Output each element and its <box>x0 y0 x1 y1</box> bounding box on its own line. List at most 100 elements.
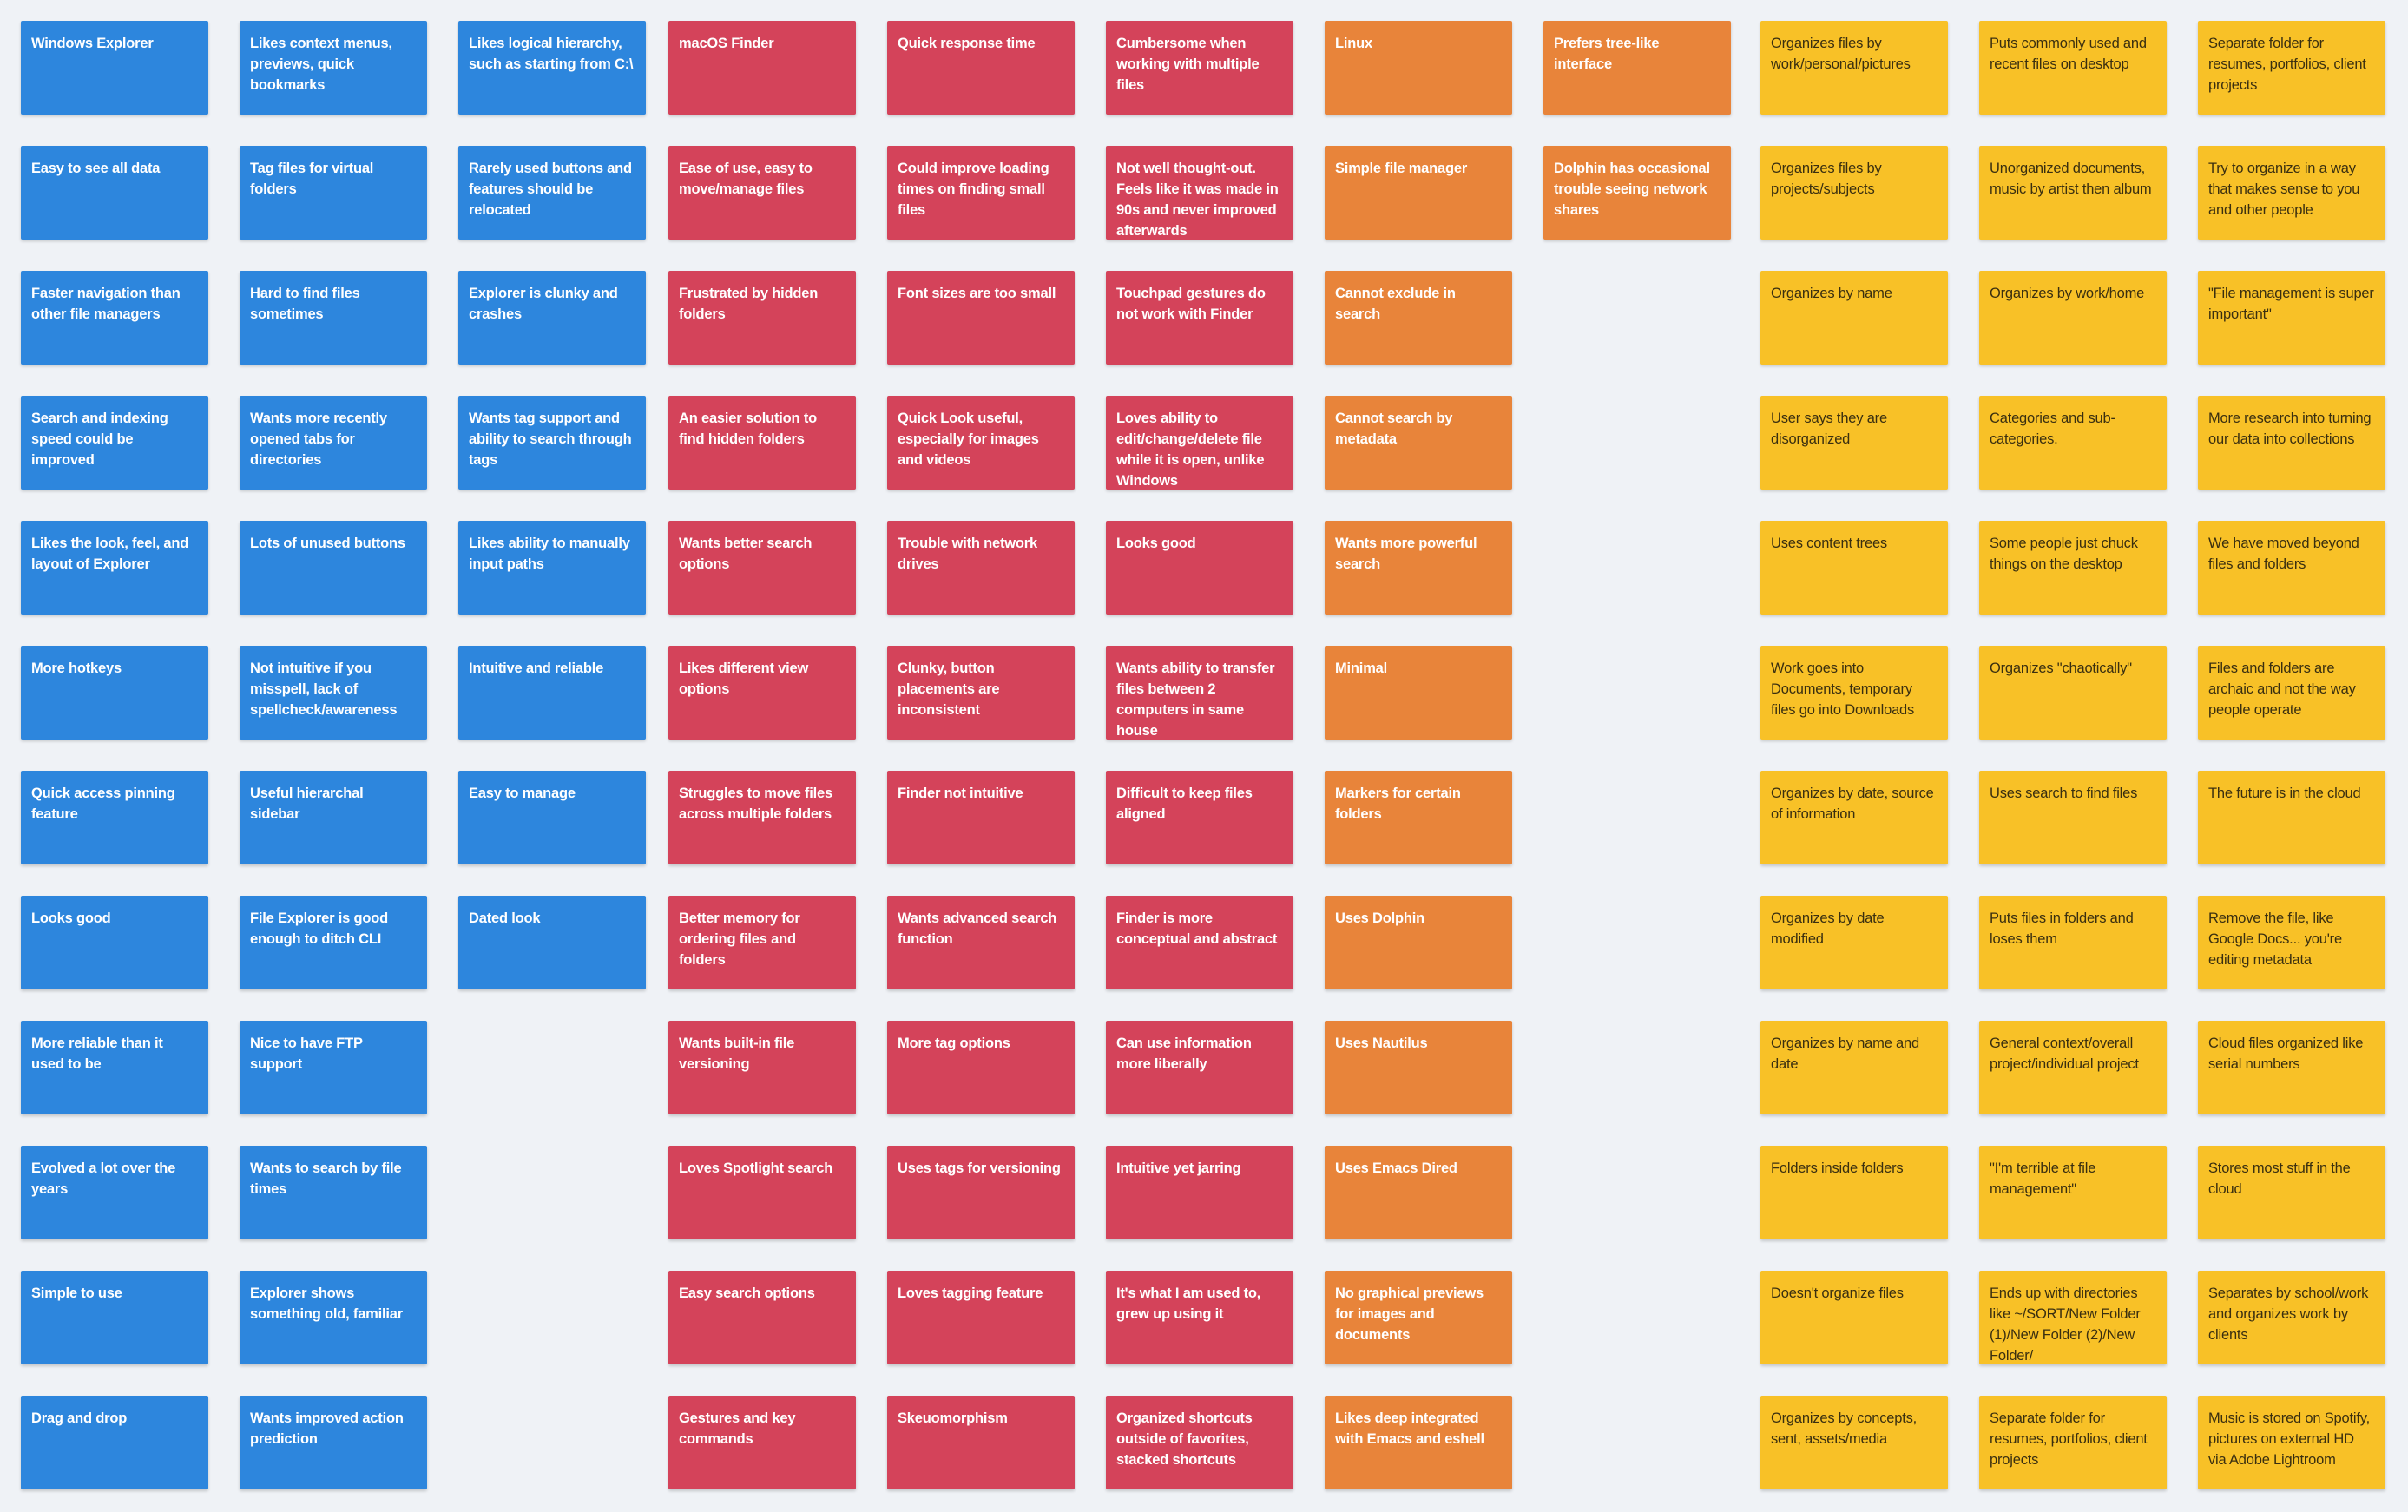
sticky-note-organization-habits[interactable]: Puts commonly used and recent files on d… <box>1979 21 2167 115</box>
sticky-note-windows-explorer[interactable]: Faster navigation than other file manage… <box>21 271 208 365</box>
sticky-note-windows-explorer[interactable]: Useful hierarchal sidebar <box>240 771 427 864</box>
sticky-note-macos-finder[interactable]: Struggles to move files across multiple … <box>668 771 856 864</box>
sticky-note-organization-habits[interactable]: Music is stored on Spotify, pictures on … <box>2198 1396 2385 1489</box>
sticky-note-windows-explorer[interactable]: More hotkeys <box>21 646 208 740</box>
sticky-note-windows-explorer[interactable]: Intuitive and reliable <box>458 646 646 740</box>
sticky-note-organization-habits[interactable]: Remove the file, like Google Docs... you… <box>2198 896 2385 989</box>
sticky-note-linux[interactable]: Wants more powerful search <box>1325 521 1512 615</box>
sticky-note-macos-finder[interactable]: Intuitive yet jarring <box>1106 1146 1293 1239</box>
sticky-note-organization-habits[interactable]: Unorganized documents, music by artist t… <box>1979 146 2167 240</box>
sticky-note-windows-explorer[interactable]: Dated look <box>458 896 646 989</box>
sticky-note-organization-habits[interactable]: Uses content trees <box>1760 521 1948 615</box>
sticky-note-windows-explorer[interactable]: More reliable than it used to be <box>21 1021 208 1114</box>
sticky-note-macos-finder[interactable]: Easy search options <box>668 1271 856 1364</box>
sticky-note-linux[interactable]: Uses Dolphin <box>1325 896 1512 989</box>
sticky-note-windows-explorer[interactable]: Likes context menus, previews, quick boo… <box>240 21 427 115</box>
sticky-note-organization-habits[interactable]: Categories and sub-categories. <box>1979 396 2167 490</box>
sticky-note-macos-finder[interactable]: An easier solution to find hidden folder… <box>668 396 856 490</box>
sticky-note-macos-finder[interactable]: Wants advanced search function <box>887 896 1075 989</box>
sticky-note-windows-explorer[interactable]: File Explorer is good enough to ditch CL… <box>240 896 427 989</box>
sticky-note-macos-finder[interactable]: Not well thought-out. Feels like it was … <box>1106 146 1293 240</box>
sticky-note-windows-explorer[interactable]: Likes ability to manually input paths <box>458 521 646 615</box>
sticky-note-organization-habits[interactable]: Organizes "chaotically" <box>1979 646 2167 740</box>
sticky-note-macos-finder[interactable]: Cumbersome when working with multiple fi… <box>1106 21 1293 115</box>
sticky-note-windows-explorer[interactable]: Nice to have FTP support <box>240 1021 427 1114</box>
sticky-note-windows-explorer[interactable]: Explorer shows something old, familiar <box>240 1271 427 1364</box>
sticky-note-macos-finder[interactable]: Ease of use, easy to move/manage files <box>668 146 856 240</box>
sticky-note-macos-finder[interactable]: Loves Spotlight search <box>668 1146 856 1239</box>
sticky-note-macos-finder[interactable]: Finder not intuitive <box>887 771 1075 864</box>
sticky-note-windows-explorer[interactable]: Quick access pinning feature <box>21 771 208 864</box>
sticky-note-linux[interactable]: Markers for certain folders <box>1325 771 1512 864</box>
sticky-note-macos-finder[interactable]: Better memory for ordering files and fol… <box>668 896 856 989</box>
sticky-note-windows-explorer[interactable]: Easy to see all data <box>21 146 208 240</box>
sticky-note-macos-finder[interactable]: Finder is more conceptual and abstract <box>1106 896 1293 989</box>
sticky-note-organization-habits[interactable]: Organizes by work/home <box>1979 271 2167 365</box>
sticky-note-linux[interactable]: Linux <box>1325 21 1512 115</box>
sticky-note-macos-finder[interactable]: Looks good <box>1106 521 1293 615</box>
sticky-note-windows-explorer[interactable]: Wants improved action prediction <box>240 1396 427 1489</box>
sticky-note-macos-finder[interactable]: Likes different view options <box>668 646 856 740</box>
sticky-note-windows-explorer[interactable]: Explorer is clunky and crashes <box>458 271 646 365</box>
sticky-note-organization-habits[interactable]: Organizes files by work/personal/picture… <box>1760 21 1948 115</box>
sticky-note-organization-habits[interactable]: Organizes by date, source of information <box>1760 771 1948 864</box>
sticky-note-windows-explorer[interactable]: Hard to find files sometimes <box>240 271 427 365</box>
sticky-note-organization-habits[interactable]: Organizes files by projects/subjects <box>1760 146 1948 240</box>
sticky-note-macos-finder[interactable]: Loves ability to edit/change/delete file… <box>1106 396 1293 490</box>
sticky-note-organization-habits[interactable]: Organizes by name and date <box>1760 1021 1948 1114</box>
sticky-note-macos-finder[interactable]: Organized shortcuts outside of favorites… <box>1106 1396 1293 1489</box>
sticky-note-macos-finder[interactable]: Clunky, button placements are inconsiste… <box>887 646 1075 740</box>
sticky-note-macos-finder[interactable]: Trouble with network drives <box>887 521 1075 615</box>
sticky-note-organization-habits[interactable]: Separates by school/work and organizes w… <box>2198 1271 2385 1364</box>
sticky-note-linux[interactable]: Cannot search by metadata <box>1325 396 1512 490</box>
sticky-note-macos-finder[interactable]: More tag options <box>887 1021 1075 1114</box>
sticky-note-macos-finder[interactable]: Could improve loading times on finding s… <box>887 146 1075 240</box>
sticky-note-organization-habits[interactable]: User says they are disorganized <box>1760 396 1948 490</box>
sticky-note-organization-habits[interactable]: Cloud files organized like serial number… <box>2198 1021 2385 1114</box>
sticky-note-macos-finder[interactable]: Quick response time <box>887 21 1075 115</box>
sticky-note-organization-habits[interactable]: "File management is super important" <box>2198 271 2385 365</box>
sticky-note-linux[interactable]: Minimal <box>1325 646 1512 740</box>
sticky-note-windows-explorer[interactable]: Easy to manage <box>458 771 646 864</box>
sticky-note-macos-finder[interactable]: Wants ability to transfer files between … <box>1106 646 1293 740</box>
sticky-note-macos-finder[interactable]: Skeuomorphism <box>887 1396 1075 1489</box>
sticky-note-windows-explorer[interactable]: Rarely used buttons and features should … <box>458 146 646 240</box>
sticky-note-organization-habits[interactable]: More research into turning our data into… <box>2198 396 2385 490</box>
sticky-note-windows-explorer[interactable]: Lots of unused buttons <box>240 521 427 615</box>
sticky-note-linux[interactable]: Prefers tree-like interface <box>1543 21 1731 115</box>
sticky-note-macos-finder[interactable]: Touchpad gestures do not work with Finde… <box>1106 271 1293 365</box>
sticky-note-linux[interactable]: Cannot exclude in search <box>1325 271 1512 365</box>
sticky-note-organization-habits[interactable]: Work goes into Documents, temporary file… <box>1760 646 1948 740</box>
sticky-note-organization-habits[interactable]: Some people just chuck things on the des… <box>1979 521 2167 615</box>
sticky-note-windows-explorer[interactable]: Likes logical hierarchy, such as startin… <box>458 21 646 115</box>
sticky-note-windows-explorer[interactable]: Looks good <box>21 896 208 989</box>
sticky-note-organization-habits[interactable]: Organizes by date modified <box>1760 896 1948 989</box>
sticky-note-organization-habits[interactable]: Organizes by concepts, sent, assets/medi… <box>1760 1396 1948 1489</box>
sticky-note-windows-explorer[interactable]: Search and indexing speed could be impro… <box>21 396 208 490</box>
sticky-note-macos-finder[interactable]: Gestures and key commands <box>668 1396 856 1489</box>
sticky-note-macos-finder[interactable]: Wants better search options <box>668 521 856 615</box>
sticky-note-organization-habits[interactable]: Stores most stuff in the cloud <box>2198 1146 2385 1239</box>
sticky-note-linux[interactable]: Uses Emacs Dired <box>1325 1146 1512 1239</box>
sticky-note-organization-habits[interactable]: Try to organize in a way that makes sens… <box>2198 146 2385 240</box>
sticky-note-macos-finder[interactable]: Uses tags for versioning <box>887 1146 1075 1239</box>
sticky-note-organization-habits[interactable]: "I'm terrible at file management" <box>1979 1146 2167 1239</box>
sticky-note-organization-habits[interactable]: Separate folder for resumes, portfolios,… <box>2198 21 2385 115</box>
sticky-note-macos-finder[interactable]: Frustrated by hidden folders <box>668 271 856 365</box>
sticky-note-windows-explorer[interactable]: Evolved a lot over the years <box>21 1146 208 1239</box>
sticky-note-organization-habits[interactable]: Separate folder for resumes, portfolios,… <box>1979 1396 2167 1489</box>
sticky-note-organization-habits[interactable]: Ends up with directories like ~/SORT/New… <box>1979 1271 2167 1364</box>
sticky-note-linux[interactable]: No graphical previews for images and doc… <box>1325 1271 1512 1364</box>
sticky-note-windows-explorer[interactable]: Likes the look, feel, and layout of Expl… <box>21 521 208 615</box>
sticky-note-windows-explorer[interactable]: Drag and drop <box>21 1396 208 1489</box>
sticky-note-windows-explorer[interactable]: Simple to use <box>21 1271 208 1364</box>
sticky-note-macos-finder[interactable]: Font sizes are too small <box>887 271 1075 365</box>
sticky-note-linux[interactable]: Likes deep integrated with Emacs and esh… <box>1325 1396 1512 1489</box>
sticky-note-organization-habits[interactable]: General context/overall project/individu… <box>1979 1021 2167 1114</box>
sticky-note-linux[interactable]: Dolphin has occasional trouble seeing ne… <box>1543 146 1731 240</box>
sticky-note-linux[interactable]: Uses Nautilus <box>1325 1021 1512 1114</box>
sticky-note-windows-explorer[interactable]: Wants more recently opened tabs for dire… <box>240 396 427 490</box>
sticky-note-organization-habits[interactable]: Files and folders are archaic and not th… <box>2198 646 2385 740</box>
sticky-note-organization-habits[interactable]: Uses search to find files <box>1979 771 2167 864</box>
sticky-note-macos-finder[interactable]: macOS Finder <box>668 21 856 115</box>
